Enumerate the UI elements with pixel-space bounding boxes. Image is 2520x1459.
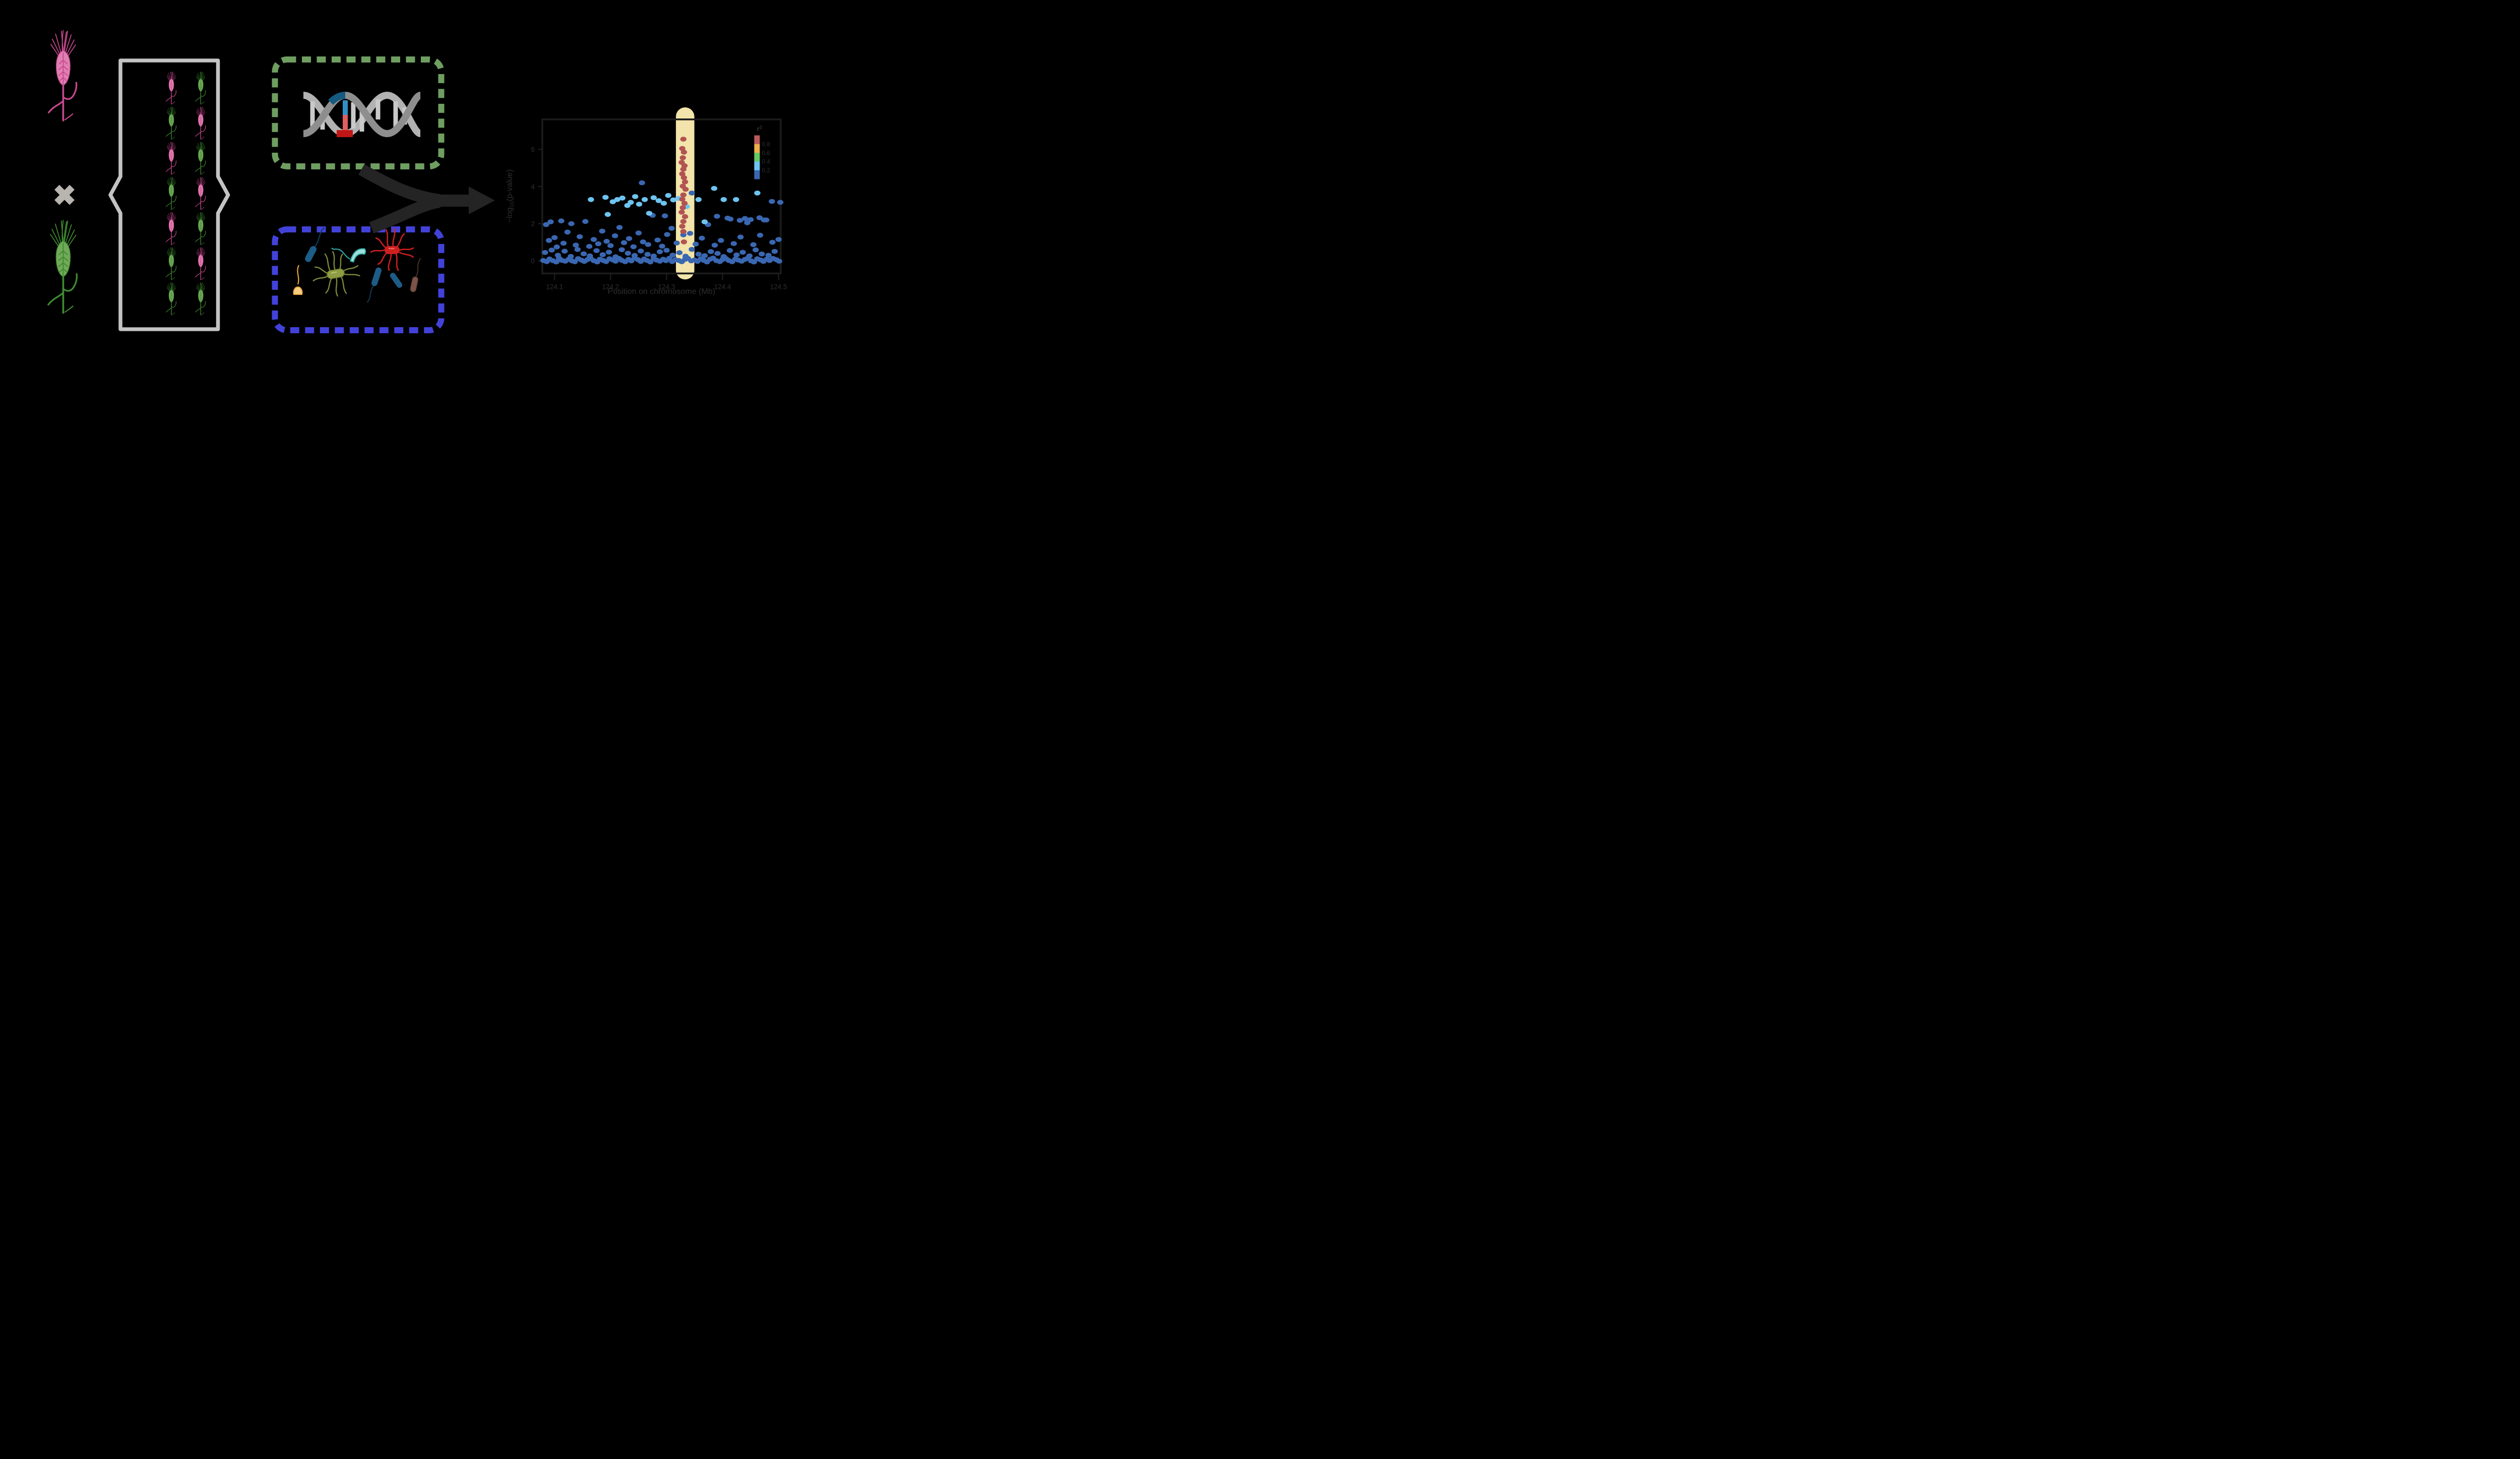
offspring-plant-green-icon <box>195 282 206 315</box>
svg-text:124.4: 124.4 <box>714 283 731 290</box>
svg-text:4: 4 <box>531 183 535 191</box>
r2-legend: 0.80.6 0.4 0.2 <box>754 135 771 179</box>
offspring-plant-pink-icon <box>195 247 206 280</box>
parent-plant-green-icon <box>48 220 77 313</box>
x-axis-ticks: 124.1 124.2 124.3 124.4 124.5 <box>546 273 787 290</box>
figure-canvas: ✖ <box>0 0 790 381</box>
offspring-plant-green-icon <box>195 72 206 104</box>
svg-text:0.8: 0.8 <box>762 141 771 148</box>
diagram-scene: ✖ <box>48 30 787 333</box>
legend-title: r2 <box>757 125 763 133</box>
offspring-plant-pink-icon <box>166 72 176 104</box>
bacterium-vibrio-cyan-icon <box>331 248 366 263</box>
svg-text:0.2: 0.2 <box>762 167 771 174</box>
svg-text:6: 6 <box>531 146 535 153</box>
offspring-plant-green-icon <box>195 212 206 245</box>
x-axis-title: Position on chromosome (Mb) <box>608 287 715 296</box>
offspring-population <box>166 72 206 315</box>
svg-text:124.1: 124.1 <box>546 283 563 290</box>
offspring-plant-green-icon <box>195 142 206 175</box>
parent-plant-pink-icon <box>48 30 77 120</box>
bacterium-rod-brown-icon <box>410 258 421 292</box>
offspring-plant-green-icon <box>166 106 176 140</box>
plot-frame <box>541 118 782 275</box>
svg-text:2: 2 <box>531 220 535 228</box>
microbiome-box <box>272 226 445 333</box>
scatter-points <box>540 137 784 265</box>
genotype-box <box>272 56 445 169</box>
svg-text:124.3: 124.3 <box>658 283 675 290</box>
population-bracket <box>108 58 230 331</box>
svg-text:0: 0 <box>531 257 535 265</box>
dna-helix-icon <box>302 91 422 138</box>
svg-text:0.6: 0.6 <box>762 149 771 156</box>
y-axis-title: −log10(p-value) <box>506 169 515 223</box>
svg-text:124.5: 124.5 <box>770 283 787 290</box>
bacterium-olive-flagellated-icon <box>312 251 360 297</box>
y-axis-ticks: 0 2 4 6 <box>531 146 542 265</box>
offspring-plant-green-icon <box>166 282 176 315</box>
snp-backbone-blue <box>328 92 346 105</box>
bacterium-orange-icon <box>293 265 303 295</box>
gwas-plot: 124.1 124.2 124.3 124.4 124.5 0 2 4 6 Position … <box>506 107 787 296</box>
offspring-plant-pink-icon <box>166 142 176 175</box>
microbiome-community <box>293 227 421 303</box>
offspring-plant-green-icon <box>166 177 176 210</box>
offspring-plant-pink-icon <box>166 212 176 245</box>
bacterium-rod-teal-icon <box>305 227 325 262</box>
bacterium-rod-blue-b-icon <box>390 273 403 288</box>
bacterium-rod-blue-a-icon <box>366 267 382 303</box>
offspring-plant-pink-icon <box>195 106 206 140</box>
cross-icon: ✖ <box>53 179 77 211</box>
bacterium-red-flagellated-icon <box>370 228 414 271</box>
offspring-plant-pink-icon <box>195 177 206 210</box>
svg-text:0.4: 0.4 <box>762 158 771 165</box>
merge-arrow-icon <box>358 164 495 234</box>
offspring-plant-green-icon <box>166 247 176 280</box>
svg-text:124.2: 124.2 <box>602 283 619 290</box>
